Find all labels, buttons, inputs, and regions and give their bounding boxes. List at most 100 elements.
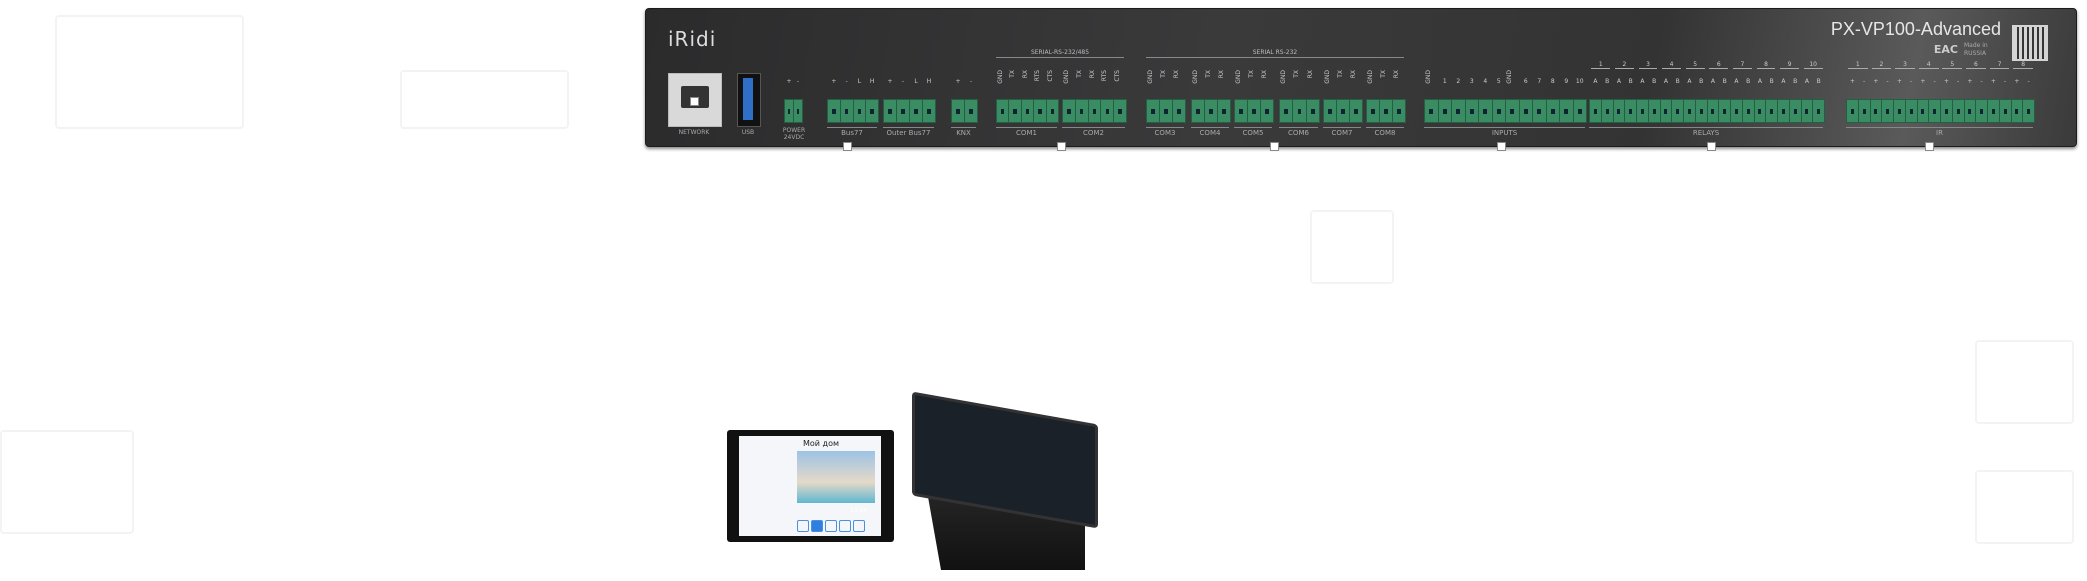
terminal-pin[interactable]: B: [1695, 78, 1707, 122]
terminal-pin[interactable]: +: [1894, 78, 1905, 122]
terminal-pin[interactable]: +: [785, 78, 793, 122]
terminal-pin[interactable]: -: [1976, 78, 1987, 122]
terminal-pin[interactable]: A: [1778, 78, 1789, 122]
terminal-pin[interactable]: RTS: [1101, 70, 1114, 122]
terminal-pin[interactable]: +: [1988, 78, 1999, 122]
terminal-pin[interactable]: B: [1789, 78, 1801, 122]
terminal-pin[interactable]: GND: [1280, 70, 1293, 122]
terminal-pin[interactable]: -: [840, 78, 853, 122]
terminal-pin[interactable]: -: [1952, 78, 1964, 122]
usb-port[interactable]: [737, 73, 761, 127]
terminal-pin[interactable]: 6: [1519, 78, 1532, 122]
terminal-pin[interactable]: -: [2023, 78, 2034, 122]
terminal-pin[interactable]: RX: [1350, 70, 1362, 122]
terminal-pin[interactable]: A: [1613, 78, 1625, 122]
terminal-pin[interactable]: +: [952, 78, 964, 122]
terminal-pin[interactable]: GND: [1192, 70, 1204, 122]
terminal-pin[interactable]: RX: [1218, 70, 1230, 122]
terminal-pin[interactable]: B: [1625, 78, 1636, 122]
terminal-pin[interactable]: H: [923, 78, 935, 122]
terminal-pin[interactable]: -: [1858, 78, 1870, 122]
terminal-pin[interactable]: TX: [1075, 70, 1088, 122]
terminal-pin[interactable]: +: [884, 78, 896, 122]
callout-marker[interactable]: [1497, 142, 1506, 151]
terminal-pin[interactable]: +: [1847, 78, 1858, 122]
terminal-pin[interactable]: GND: [1324, 70, 1336, 122]
terminal-pin[interactable]: GND: [1063, 70, 1075, 122]
callout-marker[interactable]: [1925, 142, 1934, 151]
terminal-pin[interactable]: TX: [1293, 70, 1306, 122]
terminal-pin[interactable]: TX: [1205, 70, 1217, 122]
terminal-pin[interactable]: GND: [1235, 70, 1247, 122]
terminal-pin[interactable]: B: [1719, 78, 1730, 122]
terminal-pin[interactable]: A: [1707, 78, 1719, 122]
terminal-pin[interactable]: A: [1660, 78, 1672, 122]
terminal-pin[interactable]: GND: [997, 70, 1009, 122]
callout-marker[interactable]: [1707, 142, 1716, 151]
terminal-pin[interactable]: 1: [1438, 78, 1451, 122]
terminal-pin[interactable]: B: [1813, 78, 1824, 122]
terminal-pin[interactable]: L: [853, 78, 866, 122]
terminal-pin[interactable]: +: [1964, 78, 1976, 122]
terminal-pin[interactable]: GND: [1147, 70, 1159, 122]
callout-marker[interactable]: [1057, 142, 1066, 151]
terminal-pin[interactable]: -: [794, 78, 802, 122]
terminal-pin[interactable]: RX: [1021, 70, 1034, 122]
terminal-pin[interactable]: A: [1590, 78, 1601, 122]
terminal-pin[interactable]: B: [1648, 78, 1660, 122]
terminal-pin[interactable]: -: [1929, 78, 1940, 122]
terminal-pin[interactable]: A: [1801, 78, 1813, 122]
terminal-pin[interactable]: GND: [1425, 70, 1438, 122]
terminal-pin[interactable]: 5: [1492, 78, 1505, 122]
terminal-pin[interactable]: +: [1917, 78, 1929, 122]
terminal-pin[interactable]: RX: [1173, 70, 1185, 122]
terminal-pin[interactable]: B: [1766, 78, 1777, 122]
terminal-pin[interactable]: +: [1941, 78, 1952, 122]
terminal-pin[interactable]: 9: [1560, 78, 1573, 122]
terminal-pin[interactable]: -: [897, 78, 909, 122]
terminal-pin[interactable]: TX: [1337, 70, 1349, 122]
network-callout-marker[interactable]: [690, 97, 699, 106]
terminal-pin[interactable]: 3: [1465, 78, 1478, 122]
terminal-pin[interactable]: B: [1601, 78, 1613, 122]
terminal-pin[interactable]: TX: [1248, 70, 1260, 122]
terminal-pin[interactable]: RX: [1306, 70, 1319, 122]
terminal-pin[interactable]: 4: [1479, 78, 1492, 122]
terminal-pin[interactable]: 7: [1533, 78, 1546, 122]
terminal-pin[interactable]: TX: [1160, 70, 1172, 122]
callout-marker[interactable]: [1270, 142, 1279, 151]
terminal-pin[interactable]: +: [2011, 78, 2023, 122]
terminal-pin[interactable]: B: [1742, 78, 1754, 122]
callout-marker[interactable]: [843, 142, 852, 151]
terminal-pin[interactable]: B: [1672, 78, 1683, 122]
terminal-pin[interactable]: RX: [1088, 70, 1101, 122]
terminal-pin[interactable]: A: [1754, 78, 1766, 122]
power-terminal[interactable]: +-: [784, 78, 803, 123]
terminal-pin[interactable]: -: [1999, 78, 2011, 122]
terminal-pin[interactable]: L: [910, 78, 922, 122]
terminal-pin[interactable]: GND: [1367, 70, 1379, 122]
terminal-pin[interactable]: A: [1637, 78, 1648, 122]
terminal-pin[interactable]: +: [1870, 78, 1882, 122]
terminal-pin[interactable]: 8: [1546, 78, 1559, 122]
terminal-pin[interactable]: H: [866, 78, 878, 122]
terminal-pin[interactable]: 2: [1452, 78, 1465, 122]
terminal-pin[interactable]: RTS: [1034, 70, 1046, 122]
knx-terminal[interactable]: +-: [951, 78, 978, 123]
terminal-pin[interactable]: TX: [1009, 70, 1021, 122]
terminal-pin[interactable]: CTS: [1114, 70, 1126, 122]
terminal-pin[interactable]: RX: [1393, 70, 1405, 122]
terminal-pin[interactable]: -: [1882, 78, 1893, 122]
terminal-pin[interactable]: CTS: [1046, 70, 1059, 122]
